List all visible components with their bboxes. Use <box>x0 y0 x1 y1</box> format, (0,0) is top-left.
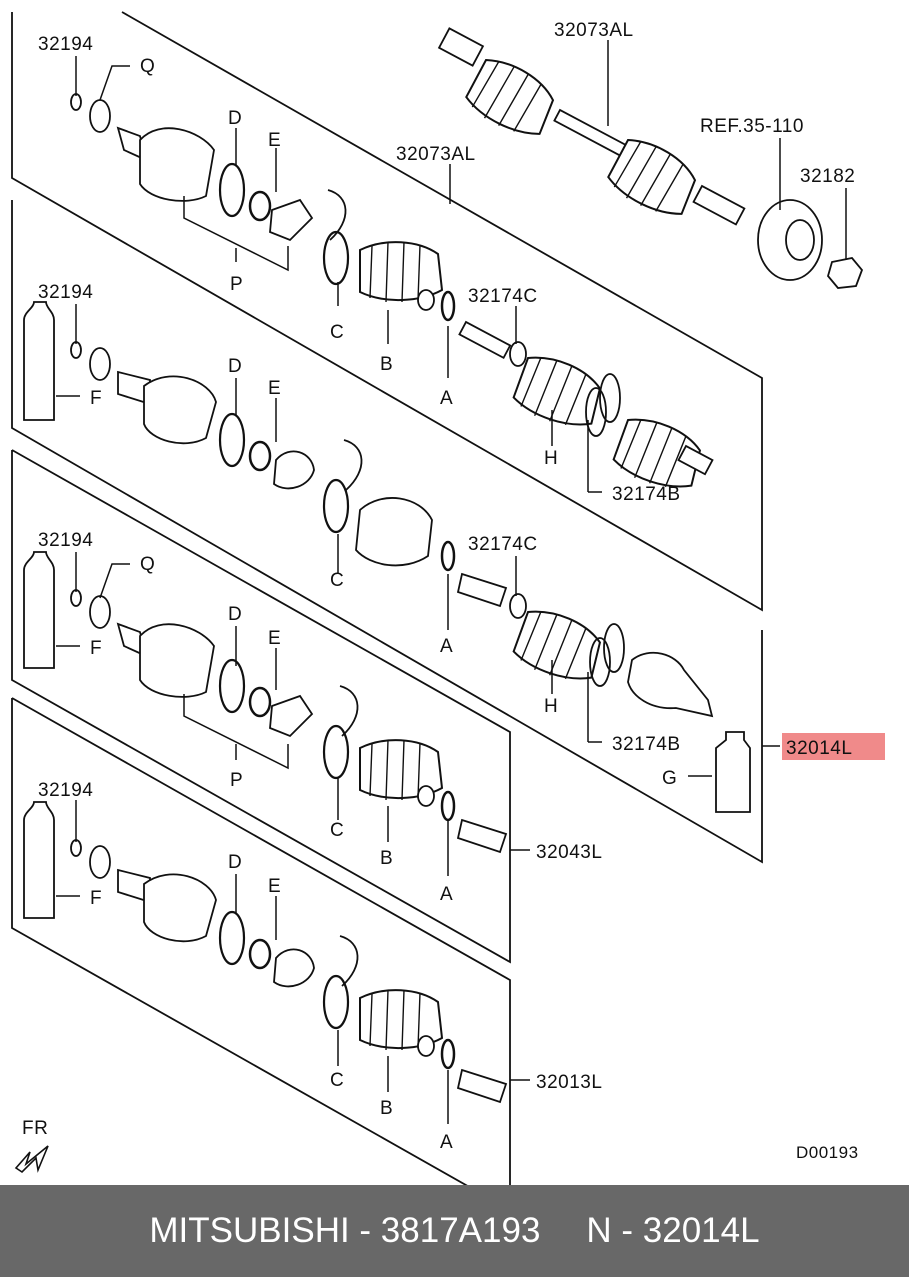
top-drive-shaft <box>437 27 864 289</box>
panel-3-parts <box>23 551 751 822</box>
label-kit-13: 32013L <box>536 1072 602 1093</box>
letter-c2: C <box>330 570 344 591</box>
label-top-kit: 32073AL <box>396 144 476 165</box>
diagram-code: D00193 <box>796 1143 859 1162</box>
letter-e3: E <box>268 628 281 649</box>
front-label: FR <box>22 1118 48 1139</box>
parts-diagram: 32073AL 32073AL REF.35-110 32182 32194 3… <box>11 11 885 1185</box>
label-clip-4: 32194 <box>38 780 93 801</box>
leader-lines <box>56 40 847 1124</box>
panel-4-parts <box>23 801 508 1104</box>
label-band-b-2: 32174B <box>612 734 681 755</box>
letter-h3: H <box>544 696 558 717</box>
label-clip-1: 32194 <box>38 34 93 55</box>
grease-bottle-3 <box>23 551 55 669</box>
letter-e4: E <box>268 876 281 897</box>
panel-4 <box>11 697 511 1185</box>
grease-bottle-g <box>715 731 751 813</box>
grease-bottle-2 <box>23 301 55 421</box>
letter-p3: P <box>230 770 243 791</box>
joint-housing-1 <box>139 127 215 202</box>
panel-2-parts <box>23 301 456 572</box>
label-kit-43: 32043L <box>536 842 602 863</box>
label-band-c-1: 32174C <box>468 286 538 307</box>
letter-d4: D <box>228 852 242 873</box>
front-arrow-icon <box>14 1145 49 1174</box>
letter-c1: C <box>330 322 344 343</box>
label-highlight-part[interactable]: 32014L <box>786 738 852 759</box>
letter-d1: D <box>228 108 242 129</box>
label-ref: REF.35-110 <box>700 116 804 137</box>
footer-brand-part: MITSUBISHI - 3817A193 <box>149 1211 541 1250</box>
label-clip-3: 32194 <box>38 530 93 551</box>
letter-c3: C <box>330 820 344 841</box>
letter-d3: D <box>228 604 242 625</box>
letter-f2: F <box>90 388 102 409</box>
highlight-box <box>782 733 885 760</box>
panel-3 <box>11 449 511 964</box>
letter-h2: H <box>544 448 558 469</box>
letter-b3: B <box>380 848 393 869</box>
letter-e2: E <box>268 378 281 399</box>
letter-g3: G <box>662 768 677 789</box>
letter-d2: D <box>228 356 242 377</box>
letter-c4: C <box>330 1070 344 1091</box>
letter-a2: A <box>440 636 453 657</box>
letter-p1: P <box>230 274 243 295</box>
letter-q1: Q <box>140 56 155 77</box>
grease-bottle-4 <box>23 801 55 919</box>
top-shaft-splines-right <box>692 184 746 226</box>
letter-b1: B <box>380 354 393 375</box>
nut <box>827 257 864 289</box>
letter-a1: A <box>440 388 453 409</box>
letter-a3: A <box>440 884 453 905</box>
label-band-b-1: 32174B <box>612 484 681 505</box>
letter-q3: Q <box>140 554 155 575</box>
label-nut: 32182 <box>800 166 855 187</box>
letter-e1: E <box>268 130 281 151</box>
footer-bar: MITSUBISHI - 3817A193 N - 32014L <box>0 1185 909 1277</box>
letter-f4: F <box>90 888 102 909</box>
label-band-c-2: 32174C <box>468 534 538 555</box>
letter-a4: A <box>440 1132 453 1153</box>
letter-b4: B <box>380 1098 393 1119</box>
panel-1-parts <box>70 93 714 498</box>
label-top-shaft: 32073AL <box>554 20 634 41</box>
letter-f3: F <box>90 638 102 659</box>
label-clip-2: 32194 <box>38 282 93 303</box>
panel-outer <box>11 11 763 612</box>
top-shaft-splines-left <box>437 27 485 67</box>
footer-ref-part: N - 32014L <box>586 1211 760 1250</box>
